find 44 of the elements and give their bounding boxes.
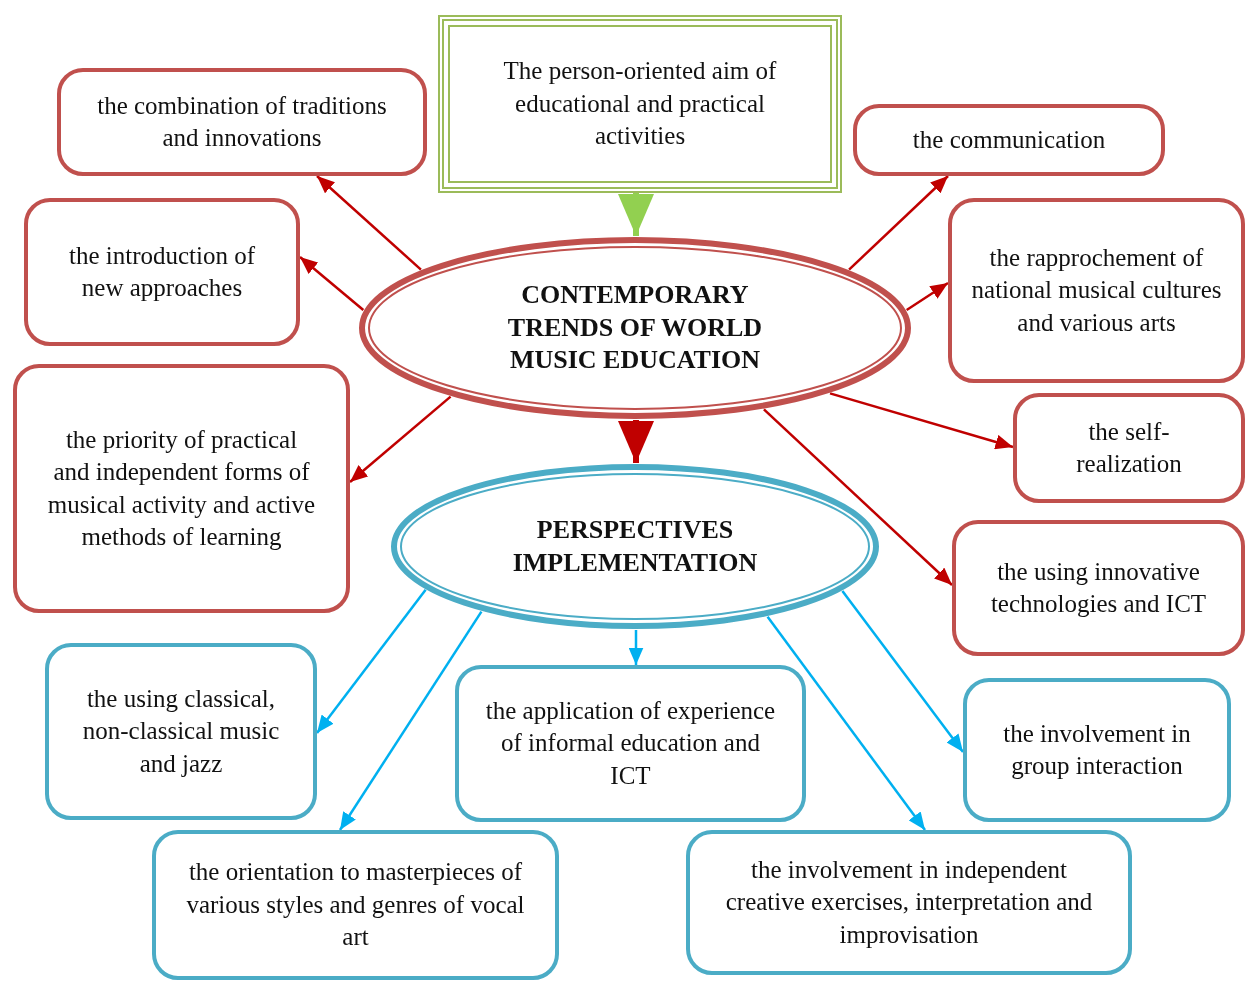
trend-box [45, 643, 317, 820]
trend-box [853, 104, 1165, 176]
node-text: the involvement in independent creative exercises, interpretation and improvisation [724, 854, 1094, 950]
node-title: PERSPECTIVES IMPLEMENTATION [511, 514, 759, 579]
aim-box [438, 15, 842, 193]
arrow [848, 175, 949, 271]
node-text: the priority of practical and independent forms of musical activity and active methods of learning [46, 424, 317, 552]
arrow [841, 590, 964, 753]
node-text: the application of experience of informal education and ICT [485, 695, 776, 791]
node-text: the introduction of new approaches [67, 240, 257, 303]
node-text: the self-realization [1075, 416, 1183, 479]
arrow [618, 193, 654, 236]
arrow [763, 408, 953, 586]
node-text: The person-oriented aim of educational and practical activities [502, 56, 778, 152]
trend-box [13, 364, 350, 613]
node-text: the using classical, non-classical music and jazz [81, 683, 281, 779]
trend-box [57, 68, 427, 176]
arrow [766, 615, 926, 831]
trend-box [1013, 393, 1245, 503]
arrow [618, 420, 654, 463]
arrow [299, 256, 365, 311]
node-text: the orientation to masterpieces of various styles and genres of vocal art [185, 857, 526, 953]
node-title: CONTEMPORARY TRENDS OF WORLD MUSIC EDUCATION [506, 279, 764, 377]
node-text: the communication [912, 124, 1106, 155]
arrow [829, 392, 1014, 450]
trend-box [948, 198, 1245, 383]
arrow [316, 589, 427, 734]
trend-box [952, 520, 1245, 656]
trend-box [152, 830, 559, 980]
arrow [316, 175, 422, 271]
arrow [349, 395, 452, 483]
trend-box [455, 665, 806, 822]
arrow [338, 610, 483, 831]
node-text: the rapprochement of national musical cultures and various arts [971, 242, 1222, 338]
ellipse-node [390, 463, 880, 630]
arrow [905, 281, 949, 312]
node-text: the using innovative technologies and ICT [989, 556, 1208, 619]
trend-box [24, 198, 300, 346]
node-text: the involvement in group interaction [1002, 718, 1192, 781]
trend-box [963, 678, 1231, 822]
arrow [628, 630, 644, 665]
ellipse-node [358, 236, 912, 420]
trend-box [686, 830, 1132, 975]
node-text: the combination of traditions and innovations [96, 90, 388, 153]
